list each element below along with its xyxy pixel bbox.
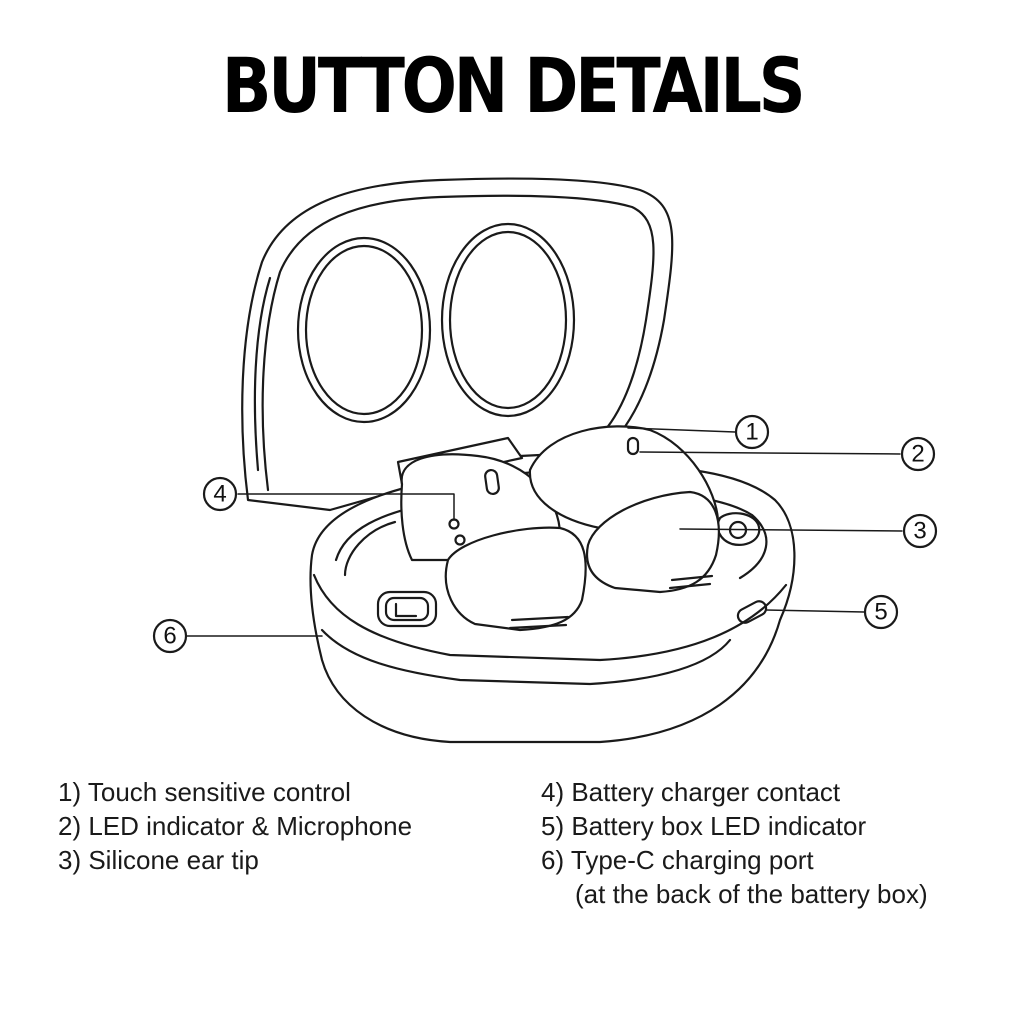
legend-item-ear-tip: 3) Silicone ear tip <box>58 845 259 875</box>
callout-2: 2 <box>900 436 936 472</box>
legend-item-led-microphone: 2) LED indicator & Microphone <box>58 811 413 841</box>
legend-item-charger-contact: 4) Battery charger contact <box>541 777 841 807</box>
page-title: BUTTON DETAILS <box>221 41 806 130</box>
right-earbud-sensor <box>626 436 640 456</box>
callout-number: 2 <box>911 441 924 468</box>
lid-magnet-left <box>296 236 432 424</box>
legend-right-column: 4) Battery charger contact 5) Battery bo… <box>541 775 928 911</box>
callout-4: 4 <box>202 476 238 512</box>
case-cavity-window <box>376 590 438 628</box>
leader-line-2 <box>639 451 901 455</box>
leader-line-3 <box>679 528 903 532</box>
left-ear-tip <box>444 526 587 632</box>
legend-item-type-c-port: 6) Type-C charging port <box>541 845 814 875</box>
legend-left-column: 1) Touch sensitive control 2) LED indica… <box>58 775 412 877</box>
battery-box-led <box>736 600 768 624</box>
legend-item-touch-control: 1) Touch sensitive control <box>58 777 351 807</box>
leader-lines <box>185 427 903 637</box>
case-left-rim <box>343 520 397 577</box>
callout-number: 3 <box>913 518 926 545</box>
legend-item-type-c-note: (at the back of the battery box) <box>575 879 928 909</box>
leader-line-1 <box>627 427 736 433</box>
callout-number: 1 <box>745 419 758 446</box>
lid-magnet-right-inner <box>448 230 568 410</box>
right-ear-tip <box>585 490 720 594</box>
callout-6: 6 <box>152 618 188 654</box>
callout-number: 6 <box>163 623 176 650</box>
legend-item-box-led: 5) Battery box LED indicator <box>541 811 867 841</box>
lid-magnet-left-inner <box>304 244 424 416</box>
leader-line-4 <box>237 493 455 521</box>
lid-magnet-right <box>440 222 576 418</box>
callout-5: 5 <box>863 594 899 630</box>
leader-line-5 <box>765 609 865 613</box>
callout-3: 3 <box>902 513 938 549</box>
case-lid <box>241 177 674 512</box>
left-earbud <box>396 436 587 632</box>
callout-1: 1 <box>734 414 770 450</box>
callout-number: 5 <box>874 599 887 626</box>
callout-number: 4 <box>213 481 226 508</box>
left-earbud-sensor <box>484 468 500 496</box>
